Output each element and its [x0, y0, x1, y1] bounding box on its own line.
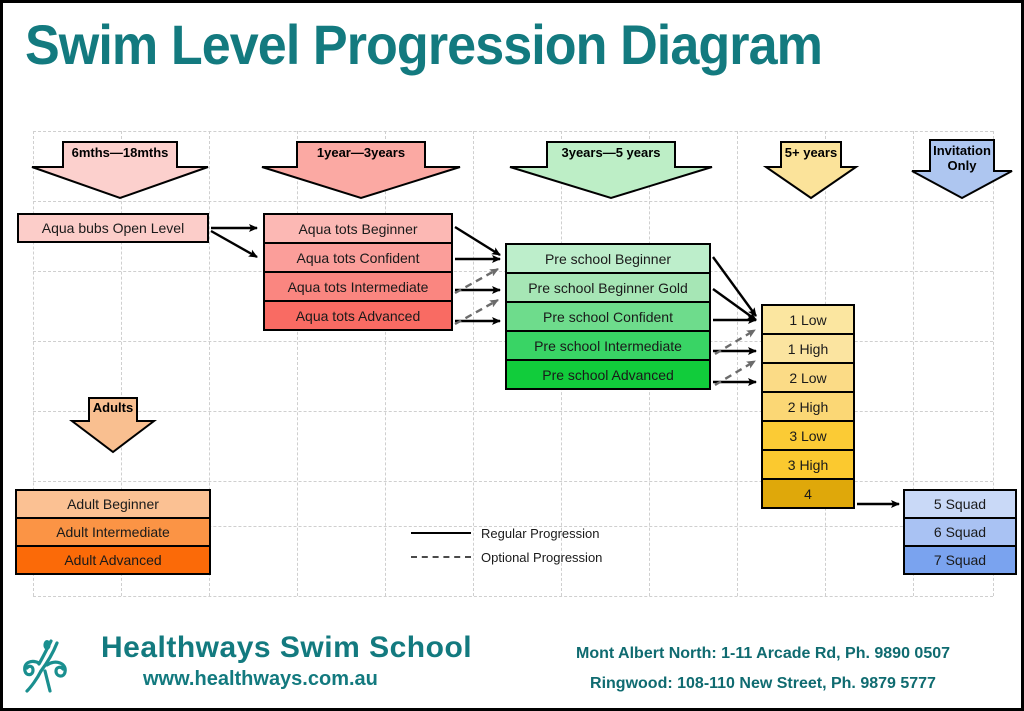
- banner-invitation-only: Invitation Only: [911, 139, 1013, 200]
- legend-row-optional: Optional Progression: [411, 545, 641, 569]
- banner-3years-5years: 3years—5 years: [509, 141, 713, 200]
- level-label: Aqua tots Advanced: [295, 307, 421, 324]
- adults-stack: Adult Beginner Adult Intermediate Adult …: [15, 489, 211, 575]
- level-label: Pre school Advanced: [542, 366, 674, 383]
- levels-stack: 1 Low 1 High 2 Low 2 High 3 Low 3 High 4: [761, 304, 855, 509]
- level-box-3-high[interactable]: 3 High: [761, 449, 855, 480]
- contact-line-ringwood: Ringwood: 108-110 New Street, Ph. 9879 5…: [590, 675, 936, 692]
- legend-label-optional: Optional Progression: [481, 549, 603, 565]
- legend-label-regular: Regular Progression: [481, 525, 600, 541]
- level-label: 1 High: [787, 340, 829, 357]
- banner-6mths-18mths: 6mths—18mths: [31, 141, 209, 200]
- pre-school-stack: Pre school Beginner Pre school Beginner …: [505, 243, 711, 390]
- dashed-line-icon: [411, 556, 471, 558]
- level-box-3-low[interactable]: 3 Low: [761, 420, 855, 451]
- squads-stack: 5 Squad 6 Squad 7 Squad: [903, 489, 1017, 575]
- level-box-pre-school-intermediate[interactable]: Pre school Intermediate: [505, 330, 711, 361]
- level-label: Aqua tots Intermediate: [287, 278, 429, 295]
- level-label: Pre school Beginner Gold: [528, 279, 688, 296]
- page-title: Swim Level Progression Diagram: [25, 13, 823, 76]
- level-label: 2 High: [787, 398, 829, 415]
- brand-name: Healthways Swim School: [101, 631, 473, 664]
- level-label: 2 Low: [789, 369, 827, 386]
- level-label: 5 Squad: [933, 496, 987, 512]
- level-label: Aqua tots Confident: [296, 249, 420, 266]
- level-box-aqua-tots-confident[interactable]: Aqua tots Confident: [263, 242, 453, 273]
- contact-line-mont-albert: Mont Albert North: 1-11 Arcade Rd, Ph. 9…: [575, 645, 951, 662]
- level-box-pre-school-confident[interactable]: Pre school Confident: [505, 301, 711, 332]
- level-label: Pre school Confident: [543, 308, 673, 325]
- level-box-adult-intermediate[interactable]: Adult Intermediate: [15, 517, 211, 547]
- level-box-adult-advanced[interactable]: Adult Advanced: [15, 545, 211, 575]
- level-label: Adult Intermediate: [56, 524, 170, 540]
- contact-info: Mont Albert North: 1-11 Arcade Rd, Ph. 9…: [523, 639, 1003, 699]
- level-label: Aqua bubs Open Level: [41, 220, 185, 236]
- banner-5plus-years: 5+ years: [762, 141, 860, 200]
- level-label: 3 High: [787, 456, 829, 473]
- level-box-aqua-tots-advanced[interactable]: Aqua tots Advanced: [263, 300, 453, 331]
- level-box-1-high[interactable]: 1 High: [761, 333, 855, 364]
- level-label: Aqua tots Beginner: [298, 220, 418, 237]
- footer: Healthways Swim School www.healthways.co…: [3, 611, 1021, 708]
- banner-adults: Adults: [69, 397, 157, 454]
- level-box-4[interactable]: 4: [761, 478, 855, 509]
- level-label: Pre school Intermediate: [534, 337, 682, 354]
- level-label: 7 Squad: [933, 552, 987, 568]
- level-box-1-low[interactable]: 1 Low: [761, 304, 855, 335]
- level-label: 6 Squad: [933, 524, 987, 540]
- level-box-adult-beginner[interactable]: Adult Beginner: [15, 489, 211, 519]
- level-box-5-squad[interactable]: 5 Squad: [903, 489, 1017, 519]
- level-label: 1 Low: [789, 311, 827, 328]
- aqua-tots-stack: Aqua tots Beginner Aqua tots Confident A…: [263, 213, 453, 331]
- level-box-aqua-tots-beginner[interactable]: Aqua tots Beginner: [263, 213, 453, 244]
- banner-1year-3years: 1year—3years: [261, 141, 461, 200]
- level-box-aqua-bubs[interactable]: Aqua bubs Open Level: [17, 213, 209, 243]
- level-label: Adult Advanced: [64, 552, 162, 568]
- level-box-2-low[interactable]: 2 Low: [761, 362, 855, 393]
- solid-line-icon: [411, 532, 471, 534]
- level-box-pre-school-beginner-gold[interactable]: Pre school Beginner Gold: [505, 272, 711, 303]
- legend: Regular Progression Optional Progression: [411, 521, 641, 569]
- legend-row-regular: Regular Progression: [411, 521, 641, 545]
- level-box-pre-school-beginner[interactable]: Pre school Beginner: [505, 243, 711, 274]
- level-box-6-squad[interactable]: 6 Squad: [903, 517, 1017, 547]
- level-box-7-squad[interactable]: 7 Squad: [903, 545, 1017, 575]
- level-label: 4: [804, 485, 812, 502]
- level-label: 3 Low: [789, 427, 827, 444]
- level-label: Adult Beginner: [67, 496, 159, 512]
- swimmer-logo-icon: [23, 639, 67, 693]
- level-label: Pre school Beginner: [544, 250, 672, 267]
- level-box-aqua-tots-intermediate[interactable]: Aqua tots Intermediate: [263, 271, 453, 302]
- level-box-2-high[interactable]: 2 High: [761, 391, 855, 422]
- level-box-pre-school-advanced[interactable]: Pre school Advanced: [505, 359, 711, 390]
- website-url[interactable]: www.healthways.com.au: [143, 668, 378, 690]
